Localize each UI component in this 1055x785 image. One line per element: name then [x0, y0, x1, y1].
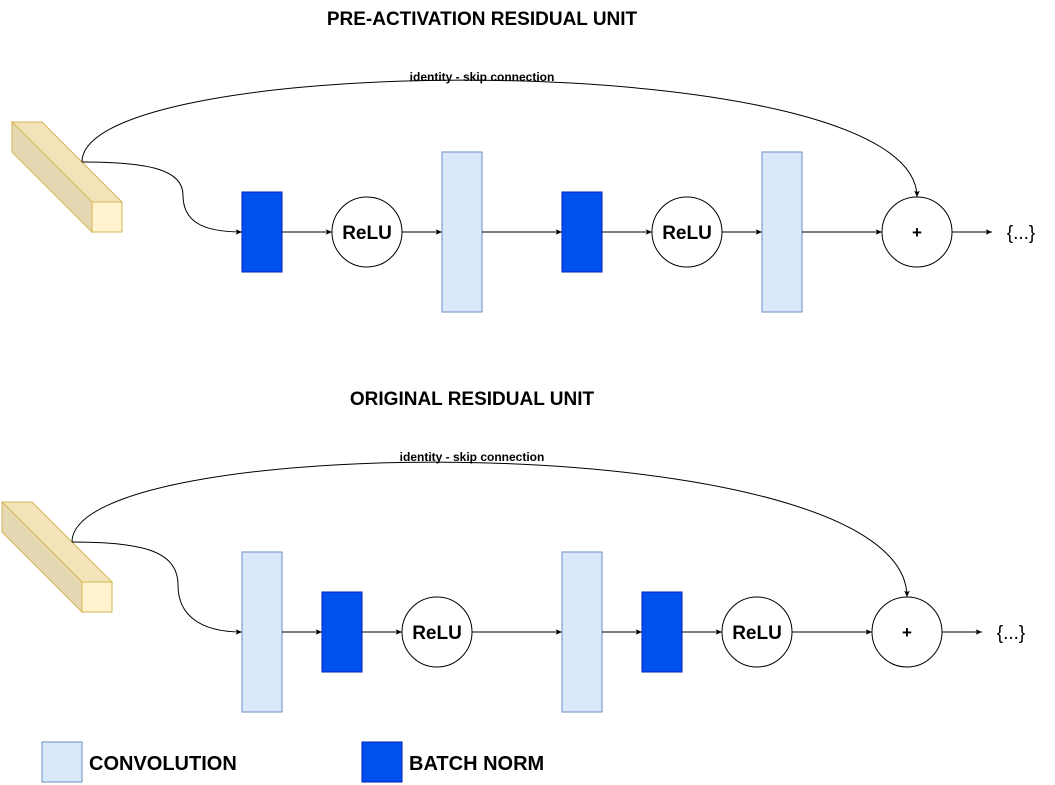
original-title: ORIGINAL RESIDUAL UNIT [350, 389, 595, 410]
input-arrow [81, 161, 243, 235]
addition-label: + [902, 623, 912, 642]
input-tensor [10, 120, 124, 234]
original-unit: ORIGINAL RESIDUAL UNIT identity - skip c… [0, 389, 1026, 713]
legend-batch-norm-swatch [361, 741, 403, 783]
relu-label: ReLU [342, 223, 392, 244]
relu-label: ReLU [662, 223, 712, 244]
relu-label: ReLU [732, 623, 782, 644]
pre-activation-unit: PRE-ACTIVATION RESIDUAL UNIT identity - … [10, 9, 1036, 313]
convolution-block [241, 551, 283, 713]
input-tensor [0, 500, 114, 614]
addition-label: + [912, 223, 922, 242]
skip-connection-label: identity - skip connection [400, 450, 545, 464]
legend-batch-norm-label: BATCH NORM [409, 753, 544, 775]
legend-convolution-label: CONVOLUTION [89, 753, 237, 775]
output-label: {...} [997, 623, 1026, 644]
skip-connection-label: identity - skip connection [410, 70, 555, 84]
convolution-block [561, 551, 603, 713]
legend: CONVOLUTION BATCH NORM [41, 741, 544, 783]
batch-norm-block [641, 591, 683, 673]
batch-norm-block [321, 591, 363, 673]
batch-norm-block [561, 191, 603, 273]
skip-connection-arrow [81, 79, 920, 198]
convolution-block [441, 151, 483, 313]
relu-label: ReLU [412, 623, 462, 644]
batch-norm-block [241, 191, 283, 273]
convolution-block [761, 151, 803, 313]
pre-activation-title: PRE-ACTIVATION RESIDUAL UNIT [327, 9, 638, 30]
output-label: {...} [1007, 223, 1036, 244]
legend-convolution-swatch [41, 741, 83, 783]
input-arrow [71, 541, 243, 635]
skip-connection-arrow [71, 461, 910, 598]
